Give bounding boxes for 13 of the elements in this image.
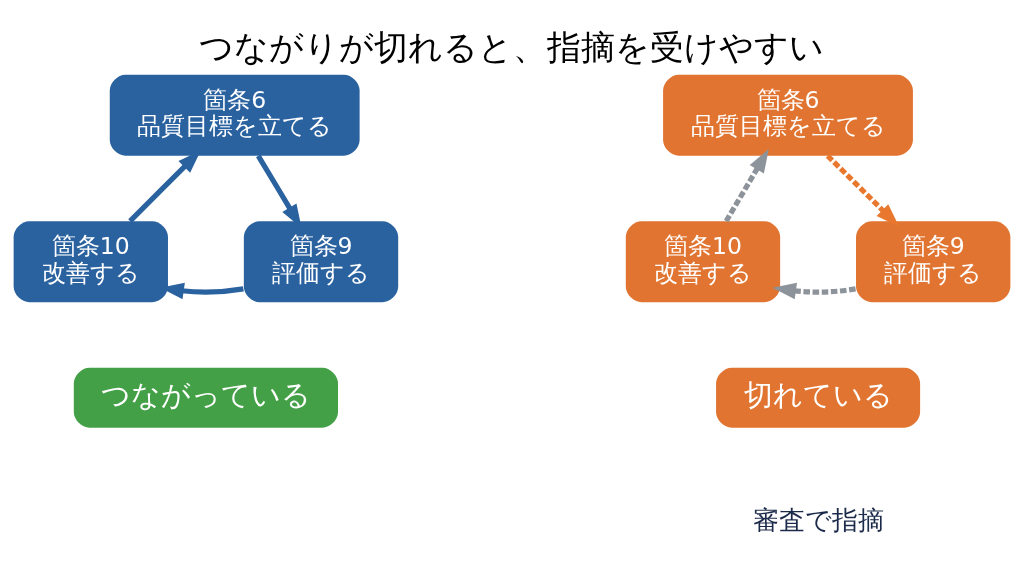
diagram-title: つながりが切れると、指摘を受けやすい [199,26,825,67]
node-box: 切れている [716,367,921,428]
node-box: 箇条10 改善する [13,220,168,302]
node-box: つながっている [73,367,339,428]
node-box: 箇条10 改善する [625,220,781,302]
arrow [825,153,900,227]
arrow [723,148,769,222]
node-box: 箇条6 品質目標を立てる [663,74,913,156]
node-box: 箇条6 品質目標を立てる [109,74,360,156]
node-box: 箇条9 評価する [856,220,1011,302]
arrow [772,282,856,299]
label: 審査で指摘 [752,504,884,535]
node-box: 箇条9 評価する [243,220,399,302]
